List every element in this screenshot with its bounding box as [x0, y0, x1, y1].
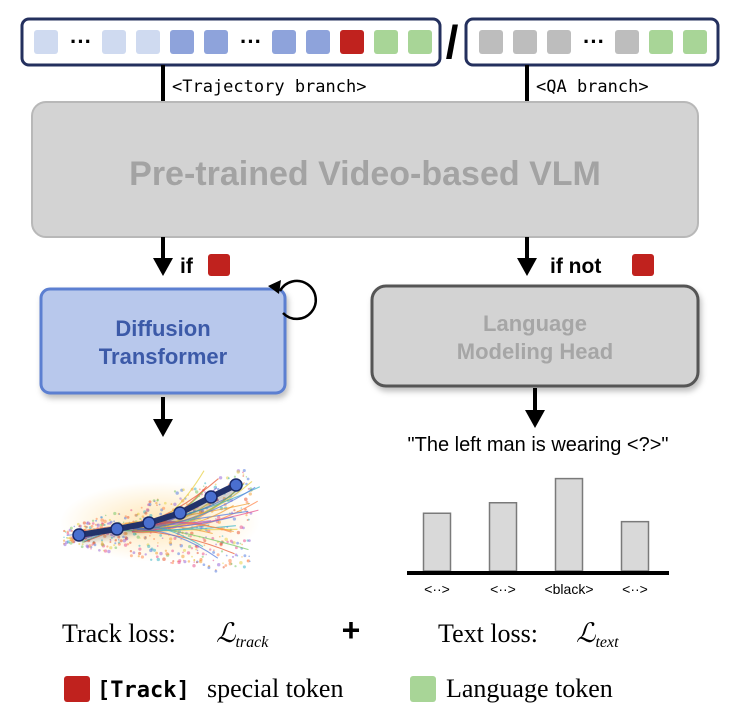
arrow-to-trajectory-head: [153, 419, 173, 437]
loss-equation: Track loss: ℒtrack + Text loss: ℒtext: [62, 612, 619, 651]
arrow-to-lm-head: [517, 258, 537, 276]
legend-track-text: special token: [207, 674, 343, 703]
answer-bar: [488, 502, 518, 572]
track-loss-symbol: ℒtrack: [216, 618, 269, 651]
diffusion-label-line1: Diffusion: [115, 316, 210, 341]
iteration-loop-icon: [278, 279, 318, 321]
track-point: [204, 490, 218, 504]
qa-token-gray: [513, 30, 537, 54]
legend: [Track] special token Language token: [64, 674, 613, 703]
answer-probability-bars: [422, 477, 650, 572]
diffusion-label-line2: Transformer: [99, 344, 228, 369]
track-point: [173, 506, 187, 520]
text-loss-label: Text loss:: [438, 619, 538, 648]
legend-language-text: Language token: [446, 674, 613, 703]
lm-label-line2: Modeling Head: [457, 339, 613, 364]
arrow-to-answer-head: [525, 410, 545, 428]
track-point: [142, 516, 156, 530]
trajectory-token-video-mid: [306, 30, 330, 54]
answer-category-label: <black>: [544, 581, 593, 597]
vlm-box: [31, 101, 699, 238]
track-point: [229, 478, 243, 492]
track-loss-label: Track loss:: [62, 619, 176, 648]
answer-bar: [554, 477, 584, 572]
qa-token-row: ···: [479, 29, 707, 54]
if-track-token-icon: [208, 254, 230, 276]
trajectory-token-sequence: [20, 17, 442, 67]
qa-branch-label: <QA branch>: [536, 77, 649, 97]
if-not-track-token-icon: [632, 254, 654, 276]
trajectory-token-row: ··· ···: [34, 29, 432, 54]
plus-sign: +: [342, 612, 361, 648]
if-label: if: [180, 255, 194, 278]
qa-token-gray: [479, 30, 503, 54]
trajectory-ellipsis: ···: [70, 29, 92, 54]
legend-track-code: [Track]: [97, 678, 190, 703]
qa-token-gray: [615, 30, 639, 54]
trajectory-ellipsis: ···: [240, 29, 262, 54]
track-point: [72, 528, 86, 542]
trajectory-token-language: [408, 30, 432, 54]
language-modeling-head-box: [370, 284, 700, 388]
iteration-loop-arrowhead: [268, 280, 281, 294]
arrow-to-diffusion-head: [153, 258, 173, 276]
trajectory-token-video: [136, 30, 160, 54]
trajectory-branch-label: <Trajectory branch>: [172, 77, 366, 97]
diffusion-transformer-box: [39, 287, 287, 395]
trajectory-token-video-mid: [272, 30, 296, 54]
answer-category-label: <··>: [622, 581, 648, 597]
trajectory-visualization: [60, 468, 261, 573]
answer-bar: [422, 512, 452, 572]
qa-token-language: [649, 30, 673, 54]
trajectory-token-language: [374, 30, 398, 54]
legend-language-swatch: [410, 676, 436, 702]
trajectory-token-video-mid: [204, 30, 228, 54]
answer-category-label: <··>: [424, 581, 450, 597]
legend-track-swatch: [64, 676, 90, 702]
answer-bar: [620, 520, 650, 572]
branch-separator: /: [446, 16, 459, 68]
trajectory-token-track: [340, 30, 364, 54]
qa-token-gray: [547, 30, 571, 54]
answer-category-label: <··>: [490, 581, 516, 597]
qa-token-language: [683, 30, 707, 54]
vlm-title: Pre-trained Video-based VLM: [129, 155, 601, 193]
predicted-track-points: [72, 478, 243, 542]
text-loss-symbol: ℒtext: [576, 618, 619, 651]
if-not-label: if not: [550, 255, 601, 278]
track-point: [110, 522, 124, 536]
trajectory-token-video: [102, 30, 126, 54]
answer-category-labels: <··> <··> <black> <··>: [424, 581, 648, 597]
qa-prompt: "The left man is wearing <?>": [408, 434, 669, 456]
trajectory-token-video: [34, 30, 58, 54]
trajectory-token-video-mid: [170, 30, 194, 54]
qa-ellipsis: ···: [583, 29, 605, 54]
lm-label-line1: Language: [483, 311, 587, 336]
